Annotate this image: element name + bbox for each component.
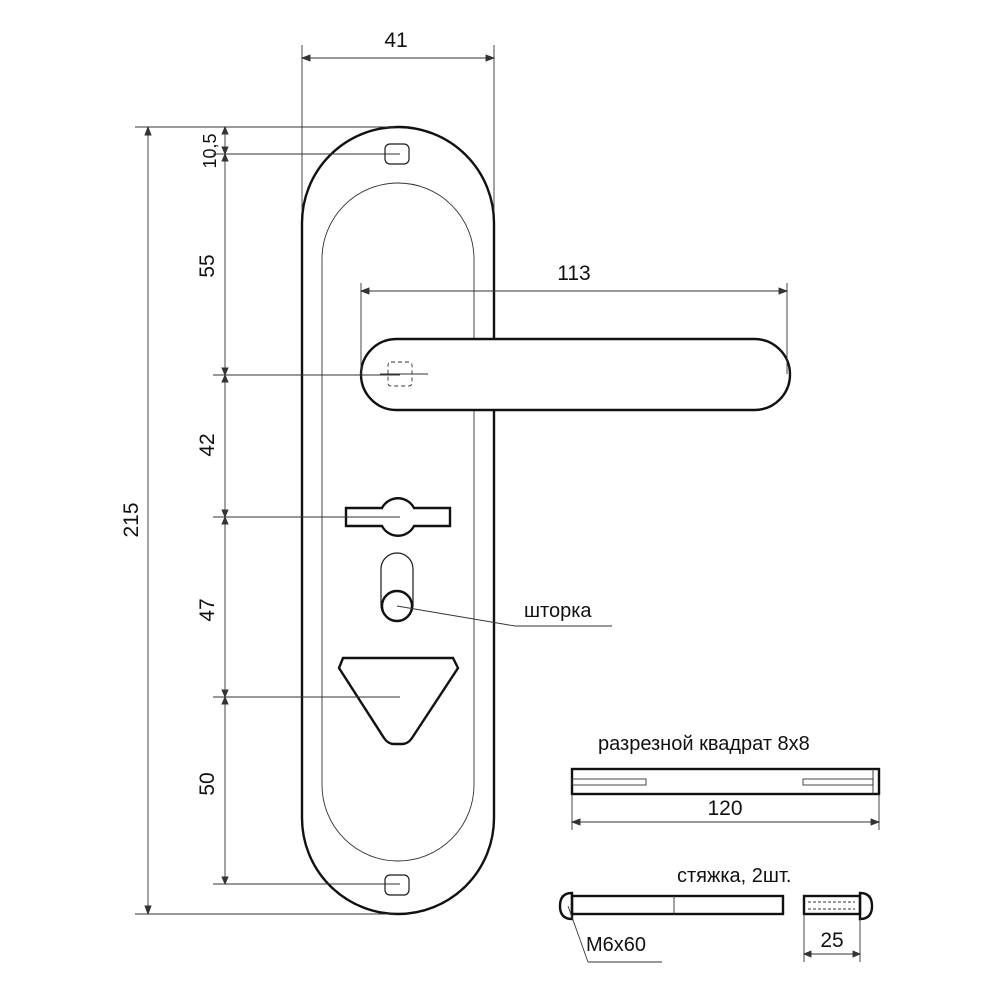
dim-handle-to-turn-label: 42	[196, 433, 219, 456]
dim-total-height: 215	[120, 125, 395, 916]
shutter-label: шторка	[524, 600, 592, 622]
spindle-body	[570, 767, 881, 796]
dim-handle-length: 113	[359, 262, 789, 374]
tie-bolt-label: стяжка, 2шт.	[677, 865, 791, 887]
backplate-outline	[300, 125, 496, 916]
bolt-size-label: М6х60	[586, 934, 646, 956]
backplate-inner-contour	[321, 182, 475, 862]
spindle-length-label: 120	[707, 797, 742, 820]
spindle-left-slot	[571, 778, 647, 786]
shutter-callout: шторка	[396, 600, 612, 627]
bolt-shank	[570, 894, 785, 916]
dim-key-to-hole-label: 50	[196, 772, 219, 795]
tie-bolt-set: стяжка, 2шт. М6х60 25	[558, 865, 874, 963]
thumb-turn-outline	[344, 497, 452, 537]
dim-total-height-label: 215	[120, 502, 143, 537]
dim-chain: 10,5 55 42 47 50	[196, 125, 400, 886]
dim-turn-to-shutter-label: 47	[196, 598, 219, 621]
bolt-head	[558, 891, 574, 921]
bottom-screw-hole	[384, 874, 410, 896]
key-cylinder-opening	[337, 656, 460, 746]
split-spindle-label: разрезной квадрат 8х8	[598, 733, 810, 755]
shutter-indicator	[380, 552, 414, 623]
dim-plate-width: 41	[300, 29, 496, 210]
dim-top-hole-label: 10,5	[200, 133, 220, 168]
spindle-right-slot	[802, 778, 874, 786]
dim-plate-width-label: 41	[384, 29, 407, 52]
sleeve-body	[802, 894, 862, 916]
split-spindle: разрезной квадрат 8х8 120	[570, 733, 881, 830]
sleeve-length-label: 25	[820, 929, 843, 952]
dim-handle-length-label: 113	[557, 262, 590, 285]
lever-outline	[359, 337, 792, 412]
sleeve-head	[858, 891, 874, 921]
lever-handle	[359, 337, 792, 412]
backplate	[300, 125, 496, 916]
dim-hole-to-handle-label: 55	[196, 254, 219, 277]
thumb-turn	[344, 497, 452, 537]
